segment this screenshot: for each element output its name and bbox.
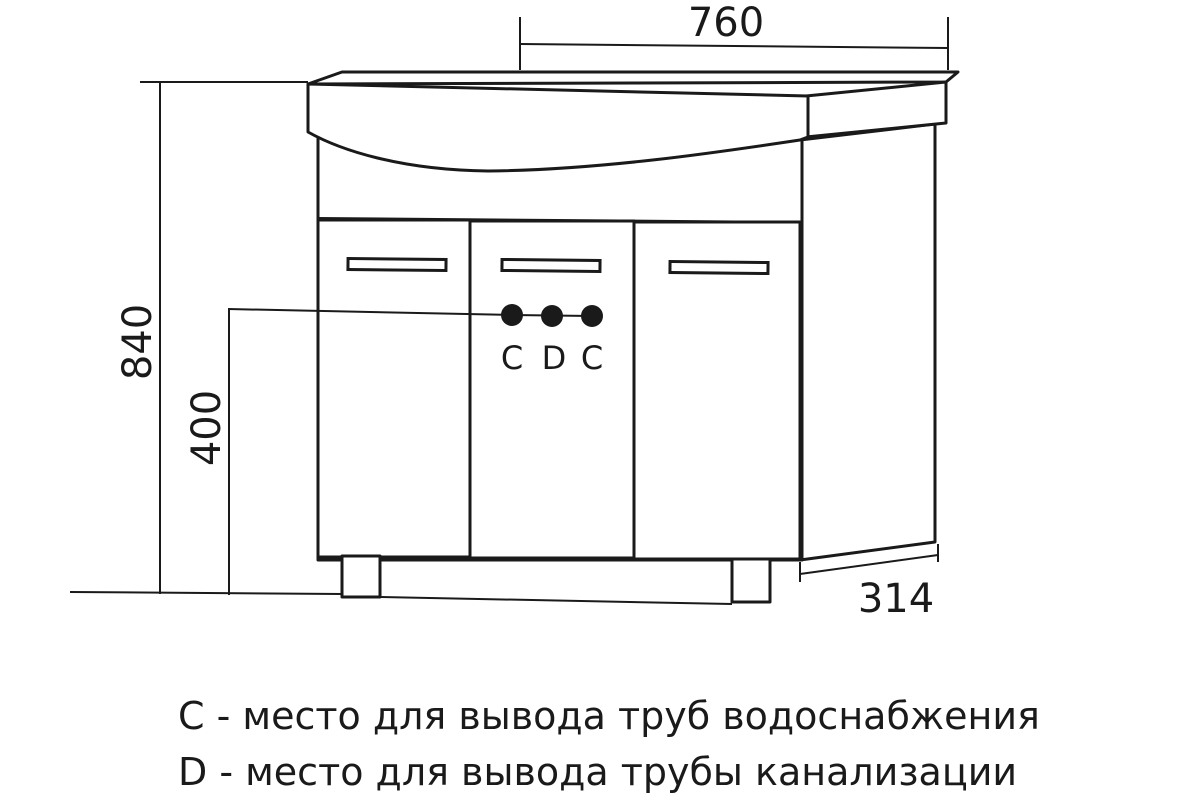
water-supply-outlet-marker — [501, 304, 523, 326]
height-extension-bottom — [69, 591, 343, 595]
legend-text: место для вывода трубы канализации — [245, 750, 1018, 794]
door-handle-center — [500, 257, 602, 274]
sink-top-surface — [306, 70, 960, 86]
sewer-outlet-marker — [541, 305, 563, 327]
door-handle-left — [346, 256, 448, 273]
legend-separator: - — [207, 750, 246, 794]
leg-left — [340, 554, 382, 599]
outlet-label: C — [501, 339, 523, 377]
water-supply-outlet-marker — [581, 305, 603, 327]
width-label: 760 — [688, 0, 764, 46]
sink-front-face — [306, 82, 810, 173]
legend-key: C — [178, 694, 205, 738]
depth-dimension-line — [799, 554, 939, 575]
floor-reference-line — [379, 596, 733, 605]
legend: C - место для вывода труб водоснабжения … — [178, 688, 1178, 800]
width-dimension-line — [519, 43, 949, 49]
leg-right — [730, 557, 772, 604]
cabinet-side-panel — [798, 122, 937, 562]
door-right — [632, 220, 802, 561]
height-label: 840 — [115, 304, 161, 380]
door-center — [468, 219, 636, 560]
door-handle-right — [668, 259, 770, 276]
legend-item-sewer: D - место для вывода трубы канализации — [178, 744, 1178, 800]
legend-key: D — [178, 750, 208, 794]
outlet-height-label: 400 — [184, 390, 230, 466]
legend-separator: - — [204, 694, 243, 738]
outlet-extension-line — [227, 308, 513, 316]
outlet-label: D — [542, 339, 567, 377]
outlet-label: C — [581, 339, 603, 377]
door-left — [316, 218, 472, 559]
depth-label: 314 — [858, 576, 934, 622]
legend-text: место для вывода труб водоснабжения — [242, 694, 1040, 738]
legend-item-water-supply: C - место для вывода труб водоснабжения — [178, 688, 1178, 744]
